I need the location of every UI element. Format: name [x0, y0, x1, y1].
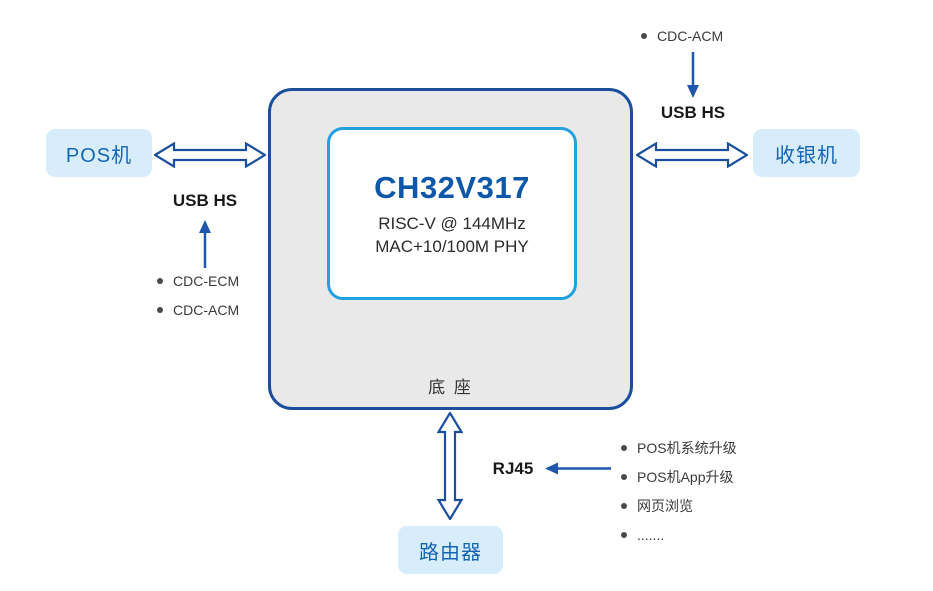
- bullet-icon: [157, 278, 163, 284]
- list-item-label: CDC-ACM: [173, 302, 240, 318]
- bullet-icon: [621, 474, 627, 480]
- router-node: 路由器: [398, 526, 503, 574]
- pos-node: POS机: [46, 129, 152, 177]
- chip-subtitle-mac: MAC+10/100M PHY: [375, 237, 529, 257]
- list-item: POS机系统升级: [621, 438, 737, 458]
- list-item: POS机App升级: [621, 467, 737, 487]
- list-item-label: CDC-ACM: [657, 28, 724, 44]
- list-item-label: 网页浏览: [637, 498, 693, 514]
- list-item: CDC-ACM: [641, 26, 723, 46]
- cdc-to-usb-down-arrow-icon: [687, 52, 699, 98]
- bullet-icon: [621, 445, 627, 451]
- top-right-cdc-list: CDC-ACM: [641, 26, 723, 55]
- bullet-icon: [621, 503, 627, 509]
- list-item: .......: [621, 525, 737, 545]
- list-item-label: POS机系统升级: [637, 440, 737, 456]
- list-item-label: POS机App升级: [637, 469, 734, 485]
- base-router-double-arrow-icon: [437, 412, 463, 520]
- base-cashier-double-arrow-icon: [636, 142, 748, 168]
- list-item: CDC-ACM: [157, 300, 239, 320]
- list-item: 网页浏览: [621, 496, 737, 516]
- chip-box: CH32V317 RISC-V @ 144MHz MAC+10/100M PHY: [327, 127, 577, 300]
- pos-base-double-arrow-icon: [154, 142, 266, 168]
- bullet-icon: [621, 532, 627, 538]
- pos-node-label: POS机: [65, 144, 133, 167]
- rj45-label: RJ45: [492, 459, 534, 478]
- base-dock-box: CH32V317 RISC-V @ 144MHz MAC+10/100M PHY…: [268, 88, 633, 410]
- bottom-right-feature-list: POS机系统升级 POS机App升级 网页浏览 .......: [621, 438, 737, 554]
- usb-hs-left-label: USB HS: [172, 191, 238, 210]
- cdc-to-usb-up-arrow-icon: [199, 220, 211, 268]
- usb-hs-right-label: USB HS: [660, 103, 726, 122]
- list-item-label: CDC-ECM: [173, 273, 240, 289]
- left-cdc-list: CDC-ECM CDC-ACM: [157, 271, 239, 329]
- features-to-rj45-left-arrow-icon: [545, 462, 611, 475]
- list-item-label: .......: [637, 527, 665, 543]
- bullet-icon: [641, 33, 647, 39]
- base-label: 底 座: [428, 378, 473, 397]
- cashier-node-label: 收银机: [775, 144, 838, 167]
- chip-title: CH32V317: [374, 170, 530, 205]
- cashier-node: 收银机: [753, 129, 860, 177]
- router-node-label: 路由器: [419, 541, 482, 564]
- chip-subtitle-core: RISC-V @ 144MHz: [378, 214, 526, 233]
- bullet-icon: [157, 307, 163, 313]
- list-item: CDC-ECM: [157, 271, 239, 291]
